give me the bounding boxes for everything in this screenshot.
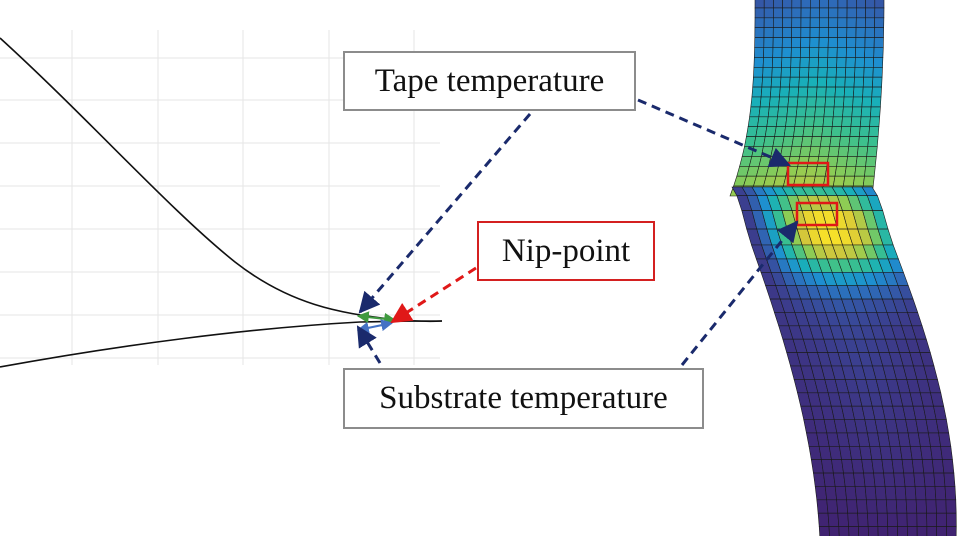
substrate-arrow-to-nip xyxy=(356,325,382,364)
tape-surface-mesh xyxy=(729,0,885,197)
nip-arrow xyxy=(390,266,477,324)
substrate-arrow-to-mesh xyxy=(680,220,799,366)
substrate-direction-arrow xyxy=(356,319,394,334)
tape-temperature-label: Tape temperature xyxy=(343,51,636,111)
substrate-curve xyxy=(0,320,443,368)
tape-arrow-to-nip xyxy=(358,113,532,314)
nip-point-label: Nip-point xyxy=(477,221,655,281)
tape-arrow-to-mesh xyxy=(637,98,791,168)
tape-highlight-box xyxy=(786,161,830,187)
substrate-highlight-box xyxy=(795,201,839,227)
substrate-surface-mesh xyxy=(731,186,957,536)
background-grid xyxy=(0,30,440,365)
substrate-temperature-label: Substrate temperature xyxy=(343,368,704,429)
